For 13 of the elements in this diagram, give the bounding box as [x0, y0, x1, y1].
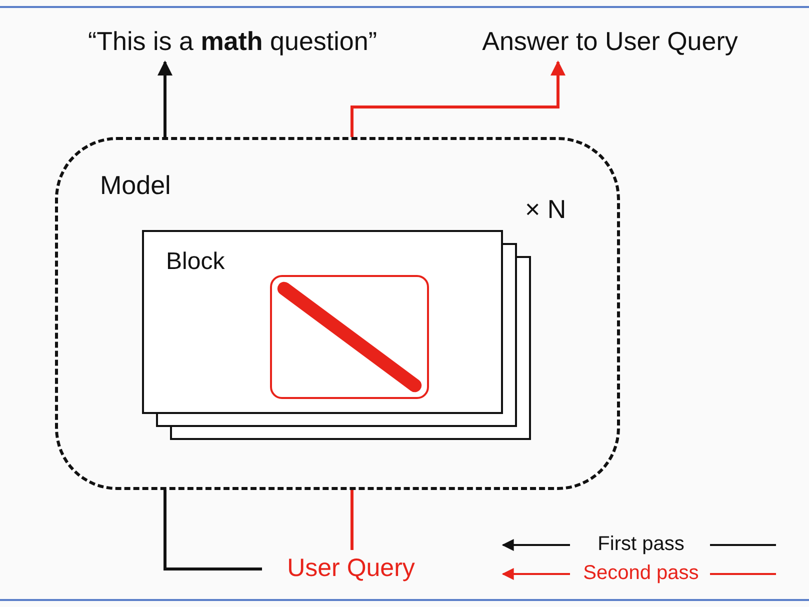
legend-label: First pass — [596, 533, 686, 556]
connector-arrow — [158, 60, 172, 137]
slashed-box — [270, 275, 429, 399]
legend-label: Second pass — [582, 562, 700, 585]
output-label: “This is a math question” — [40, 22, 425, 60]
connector-arrow — [350, 60, 566, 137]
output-label: Answer to User Query — [440, 22, 780, 60]
input-label: User Query — [262, 550, 440, 586]
model-dashed-box — [55, 137, 620, 490]
block-card — [142, 230, 503, 414]
multiplier-label: × N — [525, 194, 566, 225]
block-title: Block — [166, 248, 225, 276]
model-title: Model — [100, 170, 171, 201]
